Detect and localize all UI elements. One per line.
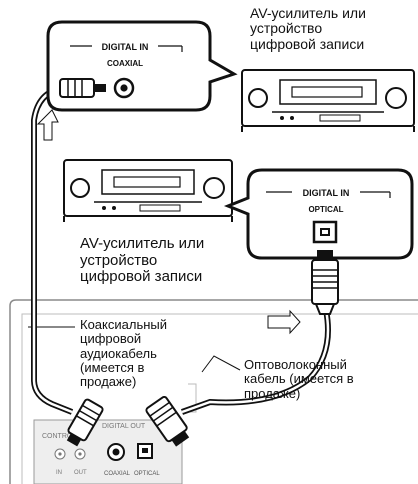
optical-pointer-line: [201, 355, 241, 373]
av-top-line-1: AV-усилитель или: [250, 5, 366, 21]
coax-label-line-5: продаже): [80, 374, 137, 390]
av-receiver-middle: [63, 159, 233, 222]
optical-callout-heading: DIGITAL IN: [303, 188, 350, 198]
coax-plug-bottom: [66, 398, 104, 447]
panel-control-label: CONTROL: [42, 433, 76, 440]
player-body: [9, 299, 418, 484]
optical-direction-arrow: [267, 309, 301, 335]
optical-cable: [180, 309, 331, 415]
av-mid-line-2: устройство: [80, 251, 158, 269]
av-top-line-2: устройство: [250, 20, 323, 37]
panel-in-label: IN: [56, 470, 62, 476]
optical-cable-label: Оптоволоконный кабель (имеется в продаже…: [244, 357, 354, 401]
coax-direction-arrow: [36, 109, 59, 141]
panel-bracket: [188, 383, 197, 413]
optical-plug-bottom: [145, 395, 190, 447]
av-top-line-3: цифровой записи: [250, 35, 365, 52]
av-mid-line-3: цифровой записи: [80, 268, 203, 285]
optical-plug-top: [311, 250, 339, 315]
panel-out-label: OUT: [74, 470, 87, 476]
opt-label-line-2: кабель (имеется в: [244, 371, 354, 387]
opt-label-line-3: продаже): [244, 385, 301, 401]
av-receiver-top: [241, 69, 415, 132]
player-inner-edge: [21, 313, 418, 484]
av-receiver-top-label: AV-усилитель или устройство цифровой зап…: [250, 5, 366, 52]
av-mid-line-1: AV-усилитель или: [80, 235, 205, 252]
optical-input-callout: DIGITAL IN OPTICAL: [223, 168, 414, 260]
coax-label-line-4: (имеется в: [80, 359, 145, 375]
coax-label-line-3: аудиокабель: [80, 345, 157, 361]
panel-coaxial-label: COAXIAL: [104, 471, 131, 477]
coax-label-line-2: цифровой: [80, 331, 142, 347]
coax-plug-top: [59, 78, 106, 98]
coax-callout-heading: DIGITAL IN: [102, 42, 149, 52]
coax-callout-sub: COAXIAL: [107, 59, 143, 68]
coax-label-line-1: Коаксиальный: [80, 317, 168, 332]
av-receiver-middle-label: AV-усилитель или устройство цифровой зап…: [80, 235, 205, 286]
panel-optical-label: OPTICAL: [134, 471, 160, 477]
rear-connector-panel: CONTROL DIGITAL OUT IN OUT COAXIAL OPTIC…: [33, 419, 183, 484]
opt-label-line-1: Оптоволоконный: [244, 357, 347, 372]
coaxial-cable-label: Коаксиальный цифровой аудиокабель (имеет…: [80, 317, 168, 390]
coaxial-cable: [31, 85, 74, 415]
optical-callout-sub: OPTICAL: [308, 205, 343, 214]
panel-digital-out-label: DIGITAL OUT: [102, 423, 146, 430]
